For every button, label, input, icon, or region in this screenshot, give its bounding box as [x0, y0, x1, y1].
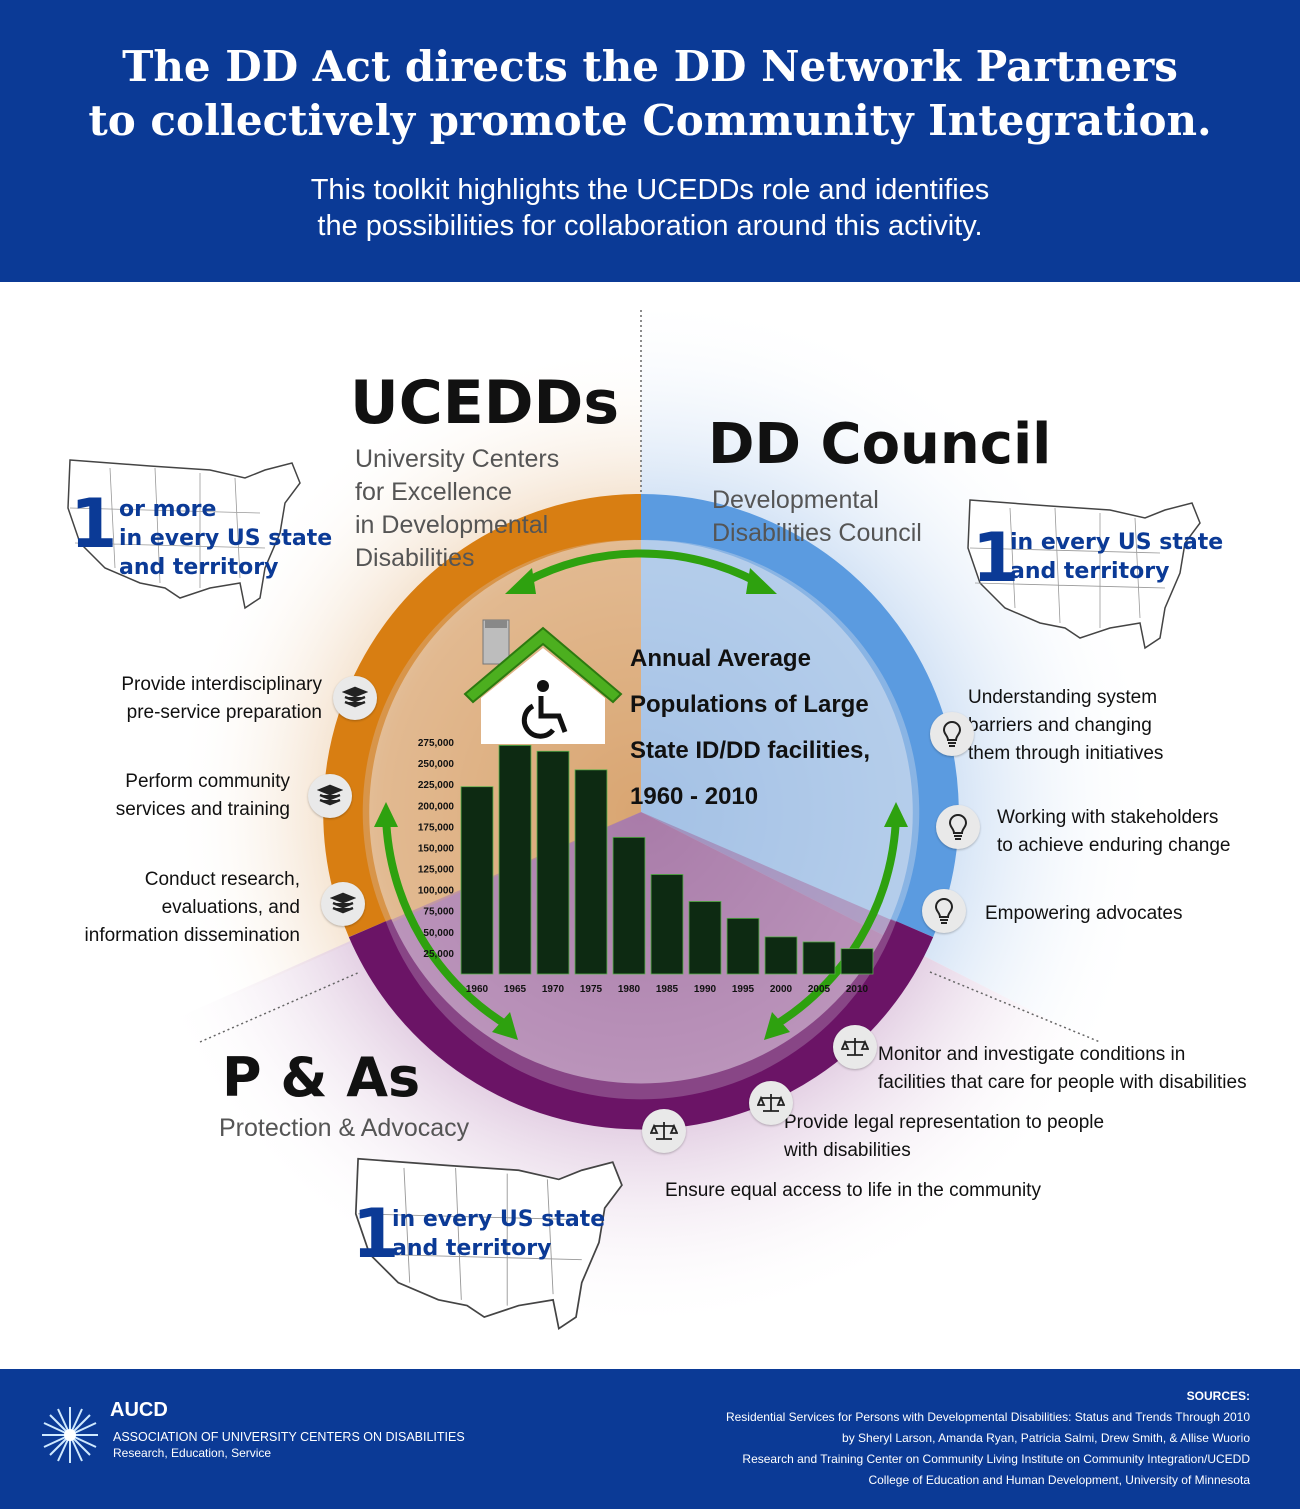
source-line: by Sheryl Larson, Amanda Ryan, Patricia …	[842, 1431, 1250, 1445]
ucedds-count-text: or more in every US state and territory	[119, 497, 333, 580]
ucedds-subtitle: University Centers for Excellence in Dev…	[355, 445, 560, 572]
bar-1960	[460, 786, 494, 975]
x-tick-label: 2010	[846, 984, 869, 995]
us-map-council	[967, 499, 1201, 650]
header-banner	[0, 0, 1300, 282]
lightbulb-icon	[930, 712, 974, 756]
pas-item-2: Provide legal representation to people w…	[784, 1112, 1105, 1161]
council-item-1: Understanding system barriers and changi…	[968, 687, 1164, 764]
bar-1970	[536, 750, 570, 975]
connect-arrows	[382, 549, 900, 1031]
source-line: College of Education and Human Developme…	[868, 1473, 1250, 1487]
council-title: DD Council	[708, 412, 1052, 477]
council-item-3: Empowering advocates	[985, 903, 1183, 924]
x-tick-label: 2005	[808, 984, 831, 995]
ucedds-title: UCEDDs	[350, 368, 620, 438]
org-full-name: ASSOCIATION OF UNIVERSITY CENTERS ON DIS…	[113, 1430, 465, 1444]
scales-icon	[642, 1109, 686, 1153]
bar-1980	[612, 836, 646, 975]
y-tick-label: 125,000	[418, 865, 455, 876]
bar-2000	[764, 936, 798, 975]
house-wheelchair-icon	[463, 619, 623, 744]
council-count-text: in every US state and territory	[1010, 530, 1224, 584]
page-title: The DD Act directs the DD Network Partne…	[88, 42, 1212, 145]
org-short-name: AUCD	[110, 1399, 168, 1421]
bar-1975	[574, 769, 608, 975]
x-tick-label: 1960	[466, 984, 489, 995]
ucedds-item-1: Provide interdisciplinary pre-service pr…	[121, 674, 322, 723]
y-tick-label: 225,000	[418, 780, 455, 791]
ucedds-item-3: Conduct research, evaluations, and infor…	[84, 869, 300, 946]
bar-1995	[726, 917, 760, 975]
y-tick-label: 75,000	[423, 907, 454, 918]
lightbulb-icon	[922, 889, 966, 933]
y-tick-label: 175,000	[418, 822, 455, 833]
y-tick-label: 150,000	[418, 843, 455, 854]
y-tick-label: 275,000	[418, 738, 455, 749]
books-icon	[308, 774, 352, 818]
x-tick-label: 1995	[732, 984, 755, 995]
books-icon	[321, 882, 365, 926]
x-tick-label: 1975	[580, 984, 603, 995]
ring-purple	[348, 918, 934, 1130]
pas-title: P & As	[222, 1046, 421, 1109]
source-line: Research and Training Center on Communit…	[742, 1452, 1250, 1466]
org-tagline: Research, Education, Service	[113, 1446, 272, 1460]
us-map-ucedds	[67, 459, 301, 610]
us-map-pas	[354, 1157, 623, 1330]
x-tick-label: 1990	[694, 984, 717, 995]
council-item-2: Working with stakeholders to achieve end…	[997, 807, 1231, 856]
page-subtitle: This toolkit highlights the UCEDDs role …	[310, 174, 990, 242]
pas-item-1: Monitor and investigate conditions in fa…	[878, 1044, 1247, 1093]
footer	[0, 1369, 1300, 1509]
y-tick-label: 50,000	[423, 928, 454, 939]
pas-subtitle: Protection & Advocacy	[219, 1114, 470, 1142]
y-tick-label: 250,000	[418, 759, 455, 770]
x-tick-label: 1980	[618, 984, 641, 995]
bar-1985	[650, 874, 684, 975]
chart-title: Annual Average Populations of Large Stat…	[630, 645, 871, 810]
pas-count-number: 1	[352, 1195, 400, 1274]
scales-icon	[749, 1081, 793, 1125]
y-tick-label: 25,000	[423, 949, 454, 960]
source-line: Residential Services for Persons with De…	[725, 1410, 1250, 1424]
lightbulb-icon	[936, 805, 980, 849]
bar-1990	[688, 901, 722, 975]
sources-block: SOURCES: Residential Services for Person…	[550, 1386, 1250, 1491]
y-tick-label: 200,000	[418, 801, 455, 812]
y-tick-label: 100,000	[418, 886, 455, 897]
books-icon	[333, 676, 377, 720]
council-count-number: 1	[972, 519, 1020, 598]
scales-icon	[833, 1025, 877, 1069]
population-bar-chart: 275,000 250,000 225,000 200,000 175,000 150,0…	[418, 738, 874, 995]
ring-blue	[640, 494, 959, 938]
x-tick-label: 1970	[542, 984, 565, 995]
council-subtitle: Developmental Disabilities Council	[712, 486, 922, 547]
x-tick-label: 1965	[504, 984, 527, 995]
ring-orange	[323, 494, 642, 938]
ucedds-item-2: Perform community services and training	[115, 771, 290, 820]
bar-1965	[498, 744, 532, 975]
bar-2010	[840, 948, 874, 975]
x-tick-label: 2000	[770, 984, 793, 995]
pas-item-3: Ensure equal access to life in the commu…	[665, 1180, 1041, 1201]
bar-2005	[802, 941, 836, 975]
pas-count-text: in every US state and territory	[392, 1207, 606, 1261]
x-tick-label: 1985	[656, 984, 679, 995]
ucedds-count-number: 1	[70, 485, 118, 564]
aucd-star-logo-icon	[42, 1407, 98, 1463]
sources-label: SOURCES:	[1186, 1389, 1250, 1403]
